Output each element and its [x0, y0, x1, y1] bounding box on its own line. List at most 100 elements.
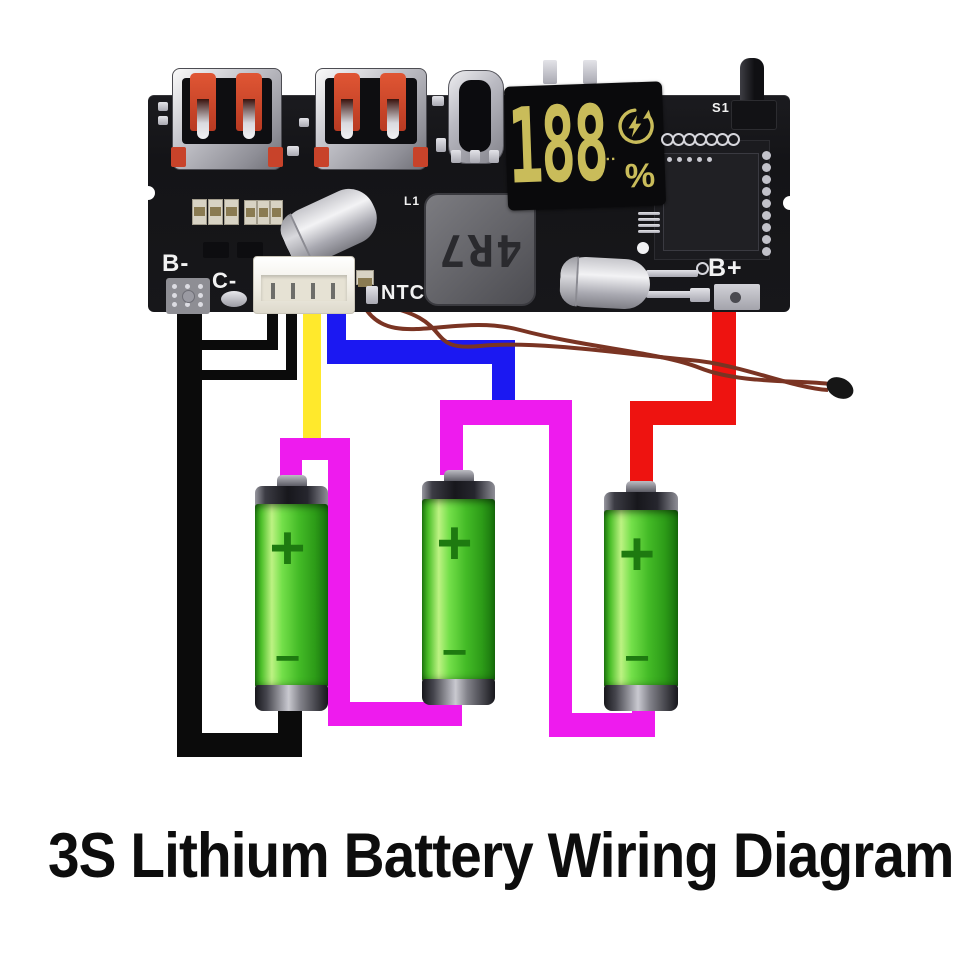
- wire-thin-black-1: [267, 300, 278, 350]
- smd-resistor: [208, 199, 223, 225]
- ntc-label: NTC: [381, 282, 426, 304]
- wire-thin-black-2: [200, 370, 297, 380]
- castellation-pad: [762, 163, 771, 172]
- usb-anchor-tab: [413, 147, 428, 167]
- ntc-thermistor-wires: [362, 302, 854, 399]
- solder-dot: [707, 157, 712, 162]
- castellation-pad: [762, 199, 771, 208]
- usb-contact-icon: [236, 73, 262, 139]
- power-button-plunger: [740, 58, 764, 108]
- screw-hole: [637, 242, 649, 254]
- smd-pad: [432, 96, 444, 106]
- castellation-pad: [762, 247, 771, 256]
- power-inductor: 4R7: [424, 193, 536, 306]
- b-plus-label: B+: [708, 254, 743, 282]
- battery-bottom-cap: [422, 679, 495, 705]
- c-minus-label: C-: [212, 268, 238, 293]
- battery-3: + −: [602, 481, 680, 711]
- smd-resistor: [356, 270, 374, 287]
- connector-pin: [331, 283, 335, 299]
- b-minus-label: B-: [162, 250, 190, 277]
- battery-bottom-cap: [255, 685, 328, 711]
- battery-minus-symbol: −: [274, 634, 301, 683]
- usb-anchor-tab: [171, 147, 186, 167]
- smd-resistor: [192, 199, 207, 225]
- b-plus-pad: [714, 284, 760, 310]
- smd-resistor: [270, 200, 283, 225]
- castellation-pad: [762, 151, 771, 160]
- battery-body: + −: [604, 510, 678, 688]
- inductor-value-label: 4R7: [437, 224, 523, 275]
- wire-bminus-vertical: [177, 310, 202, 757]
- usb-anchor-tab: [314, 147, 329, 167]
- percent-sign: %: [624, 156, 656, 196]
- smd-pad: [690, 288, 710, 302]
- battery-top-cap: [604, 492, 678, 515]
- usb-contact-icon: [190, 73, 216, 139]
- display-digits: 188: [505, 82, 609, 208]
- castellation-pad: [762, 223, 771, 232]
- usb-c-pin: [470, 150, 480, 163]
- module-shield: [663, 153, 759, 251]
- smd-pad: [158, 116, 168, 125]
- c-minus-pad: [221, 291, 247, 307]
- battery-plus-symbol: +: [618, 520, 656, 589]
- battery-plus-symbol: +: [436, 509, 473, 578]
- battery-body: + −: [422, 499, 495, 682]
- silkscreen-mark: [638, 230, 660, 233]
- wire-balance-yellow: [303, 306, 321, 440]
- usb-c-slot: [459, 80, 491, 152]
- battery-body: + −: [255, 504, 328, 688]
- b-minus-pad: [166, 278, 210, 314]
- wire-link1-magenta: [328, 450, 350, 712]
- usb-anchor-tab: [268, 147, 283, 167]
- power-button: [731, 100, 777, 130]
- battery-minus-symbol: −: [624, 634, 650, 683]
- connector-pin: [271, 283, 275, 299]
- switch-ref-label: S1: [712, 100, 730, 115]
- smd-pad: [287, 146, 299, 156]
- solder-dot: [677, 157, 682, 162]
- usb-c-pin: [489, 150, 499, 163]
- smd-pad: [436, 138, 446, 152]
- solder-dot: [667, 157, 672, 162]
- through-hole-pad: [727, 133, 740, 146]
- usb-a-port-2: [314, 68, 428, 170]
- castellation-pad: [762, 211, 771, 220]
- usb-a-port-1: [171, 68, 283, 170]
- solder-dot: [687, 157, 692, 162]
- silkscreen-mark: [638, 224, 660, 227]
- wire-bplus-red: [630, 401, 653, 490]
- castellation-pad: [762, 187, 771, 196]
- wire-balance-blue: [492, 340, 515, 403]
- wire-thin-black-2: [286, 300, 297, 380]
- smd-resistor: [257, 200, 270, 225]
- smd-pad: [158, 102, 168, 111]
- battery-1: + −: [253, 475, 330, 711]
- usb-contact-icon: [334, 73, 360, 139]
- usb-contact-icon: [380, 73, 406, 139]
- castellation-pad: [762, 235, 771, 244]
- smd-resistor: [224, 199, 239, 225]
- thermistor-bead: [826, 377, 854, 399]
- wire-link2-magenta: [549, 415, 572, 725]
- through-hole-pad: [696, 262, 709, 275]
- flash-circle-icon: [613, 103, 659, 154]
- battery-top-cap: [255, 486, 328, 509]
- smd-pad: [366, 286, 378, 304]
- pcb-left-notch: [141, 186, 155, 200]
- connector-pin: [291, 283, 295, 299]
- standoff-post: [543, 60, 557, 84]
- capacitor-lead: [646, 270, 698, 277]
- electrolytic-capacitor-2: [558, 255, 652, 311]
- sot23-transistor: [237, 242, 263, 258]
- silkscreen-mark: [638, 218, 660, 221]
- smd-resistor: [244, 200, 257, 225]
- wire-thin-black-1: [200, 340, 278, 350]
- battery-top-cap: [422, 481, 495, 504]
- solder-dot: [697, 157, 702, 162]
- wireless-module: [654, 140, 771, 260]
- castellation-pad: [762, 175, 771, 184]
- diagram-title: 3S Lithium Battery Wiring Diagram: [48, 821, 954, 891]
